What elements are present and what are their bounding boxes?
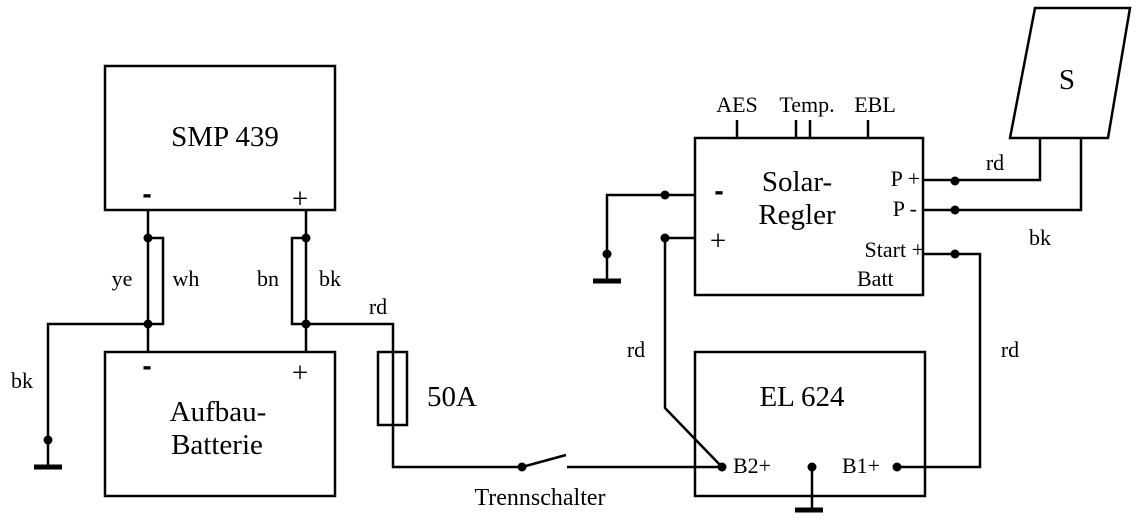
- battery-minus: -: [142, 350, 151, 381]
- panel-label: S: [1059, 64, 1075, 96]
- regler-p-minus: P -: [893, 196, 917, 221]
- label-rd-el-b2: rd: [627, 337, 645, 362]
- regler-battery-wires: [593, 190, 982, 469]
- regler-title-1: Solar-: [762, 166, 832, 198]
- regler-plus: +: [710, 225, 726, 257]
- label-rd-fuse: rd: [369, 294, 387, 319]
- negative-wires: [34, 210, 165, 470]
- disconnect-switch: [517, 453, 722, 472]
- el-624-box: EL 624 B2+ B1+: [693, 350, 927, 513]
- regler-minus: -: [714, 175, 723, 206]
- regler-p-plus: P +: [891, 166, 920, 191]
- regler-batt: Batt: [857, 266, 894, 291]
- fuse-symbol: [376, 350, 409, 427]
- el624-title: EL 624: [759, 381, 845, 413]
- pin-ebl: EBL: [854, 92, 896, 117]
- fuse-label: 50A: [427, 381, 477, 413]
- battery-title-1: Aufbau-: [170, 396, 267, 428]
- pin-temp: Temp.: [779, 92, 834, 117]
- solar-panel: S: [923, 6, 1132, 215]
- regler-title-2: Regler: [758, 199, 836, 231]
- el624-b1: B1+: [842, 453, 880, 478]
- smp-minus: -: [142, 178, 151, 209]
- el624-b2: B2+: [733, 453, 771, 478]
- regler-start-plus: Start +: [865, 237, 924, 262]
- positive-wires: [290, 210, 522, 469]
- switch-label: Trennschalter: [474, 485, 605, 511]
- pin-aes: AES: [716, 92, 758, 117]
- label-bn: bn: [257, 266, 279, 291]
- smp-439-box: SMP 439 - +: [103, 64, 337, 215]
- label-rd-panel: rd: [986, 150, 1004, 175]
- label-ye: ye: [112, 266, 133, 291]
- label-bk-panel: bk: [1029, 225, 1051, 250]
- battery-plus: +: [292, 357, 308, 389]
- label-rd-el-b1: rd: [1001, 337, 1019, 362]
- smp-title: SMP 439: [171, 121, 279, 153]
- smp-plus: +: [292, 183, 308, 215]
- label-wh: wh: [173, 266, 200, 291]
- battery-title-2: Batterie: [171, 429, 263, 461]
- label-bk-ground: bk: [11, 368, 33, 393]
- label-bk-smp: bk: [319, 266, 341, 291]
- aufbau-batterie-box: - + Aufbau- Batterie: [103, 350, 337, 498]
- solar-regler-box: AES Temp. EBL - + Solar- Regler P + P - …: [693, 92, 925, 297]
